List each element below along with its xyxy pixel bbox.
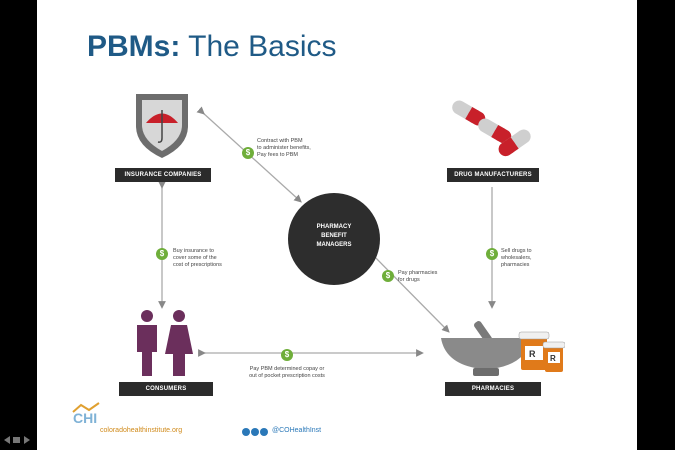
pbm-hub-text: PHARMACY BENEFIT MANAGERS <box>288 223 380 250</box>
pharmacies-label: PHARMACIES <box>445 382 541 396</box>
note-line: out of pocket prescription costs <box>249 373 325 379</box>
note-line: Pay fees to PBM <box>257 152 298 158</box>
people-icon <box>137 310 193 376</box>
dollar-icon-consumers-pharmacies: $ <box>281 349 293 361</box>
logo-roof-icon <box>72 402 100 413</box>
social-icons <box>242 428 268 436</box>
note-consumers-pharmacies: Pay PBM determined copay or out of pocke… <box>235 366 339 380</box>
insurance-companies-label: INSURANCE COMPANIES <box>115 168 211 182</box>
note-insurance-pbm: Contract with PBM to administer benefits… <box>257 138 311 159</box>
pbm-hub-circle: PHARMACY BENEFIT MANAGERS <box>288 193 380 285</box>
note-line: pharmacies <box>501 262 530 268</box>
dollar-icon-consumers-insurance: $ <box>156 248 168 260</box>
svg-text:R: R <box>529 349 536 359</box>
note-line: wholesalers, <box>501 255 532 261</box>
title-bold: PBMs: <box>87 30 181 63</box>
umbrella-shield-icon <box>136 94 188 158</box>
slide-title: PBMs: The Basics <box>87 30 337 64</box>
slide-nav-controls[interactable] <box>2 434 32 446</box>
dollar-icon-pbm-pharmacies: $ <box>382 270 394 282</box>
note-line: Buy insurance to <box>173 248 214 254</box>
note-line: for drugs <box>398 277 420 283</box>
dollar-icon-insurance-pbm: $ <box>242 147 254 159</box>
arrow-pbm-pharmacies <box>364 246 450 333</box>
mortar-pestle-icon: R R <box>441 321 565 376</box>
svg-text:R: R <box>550 354 556 363</box>
note-pbm-pharmacies: Pay pharmacies for drugs <box>398 270 437 284</box>
note-line: Sell drugs to <box>501 248 532 254</box>
note-line: cover some of the <box>173 255 217 261</box>
note-line: Contract with PBM <box>257 138 303 144</box>
note-consumers-insurance: Buy insurance to cover some of the cost … <box>173 248 222 269</box>
consumers-label: CONSUMERS <box>119 382 213 396</box>
note-line: Pay pharmacies <box>398 270 438 276</box>
pills-icon <box>452 100 531 157</box>
hub-line-1: PHARMACY <box>316 224 352 230</box>
note-line: Pay PBM determined copay or <box>249 366 325 372</box>
hub-line-2: BENEFIT <box>321 233 347 239</box>
chi-logo: CHI <box>73 410 98 426</box>
footer-website-link[interactable]: coloradohealthinstitute.org <box>100 427 183 434</box>
note-manufacturers-pharmacies: Sell drugs to wholesalers, pharmacies <box>501 248 532 269</box>
note-line: to administer benefits, <box>257 145 311 151</box>
hub-line-3: MANAGERS <box>316 242 352 248</box>
title-rest: The Basics <box>188 30 337 63</box>
slide: PBMs: The Basics INSURANCE COMPANIES <box>37 0 637 450</box>
footer-social-handle[interactable]: @COHealthInst <box>272 427 322 434</box>
dollar-icon-manufacturers-pharmacies: $ <box>486 248 498 260</box>
note-line: cost of prescriptions <box>173 262 222 268</box>
drug-manufacturers-label: DRUG MANUFACTURERS <box>447 168 539 182</box>
